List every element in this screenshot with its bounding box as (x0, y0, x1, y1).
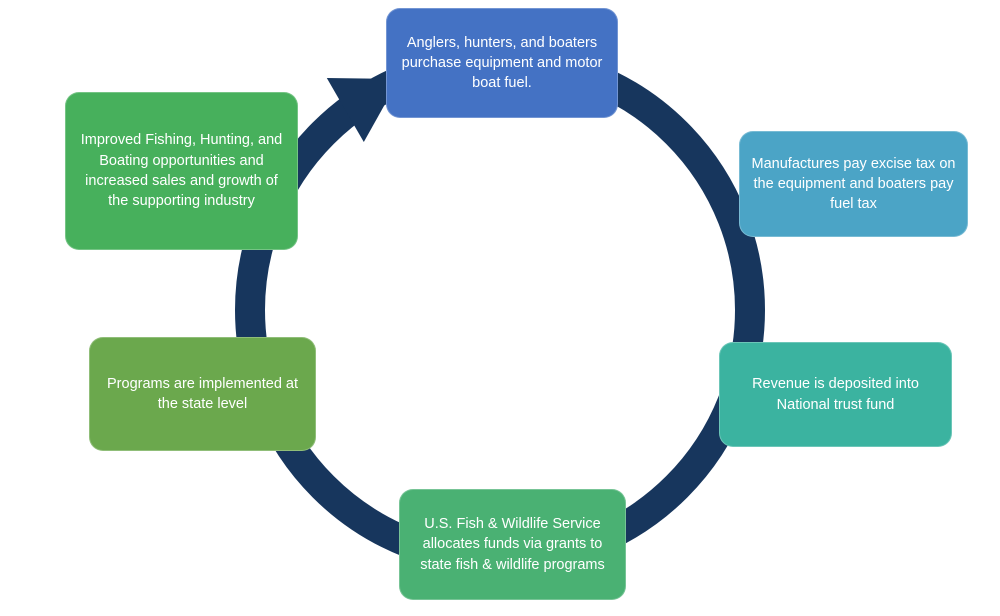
cycle-step-excise-tax-label: Manufactures pay excise tax on the equip… (751, 155, 956, 213)
cycle-step-improved-opportunities: Improved Fishing, Hunting, and Boating o… (65, 92, 298, 250)
cycle-step-state-programs: Programs are implemented at the state le… (89, 337, 316, 451)
cycle-step-state-programs-label: Programs are implemented at the state le… (107, 375, 298, 412)
cycle-step-trust-fund-label: Revenue is deposited into National trust… (752, 376, 919, 413)
cycle-arrow-icon (326, 77, 399, 143)
cycle-ring (235, 45, 765, 575)
cycle-step-purchase-label: Anglers, hunters, and boaters purchase e… (401, 34, 603, 92)
cycle-step-purchase: Anglers, hunters, and boaters purchase e… (386, 8, 618, 118)
cycle-step-excise-tax: Manufactures pay excise tax on the equip… (739, 131, 968, 237)
cycle-step-trust-fund: Revenue is deposited into National trust… (719, 342, 952, 447)
cycle-step-grants: U.S. Fish & Wildlife Service allocates f… (399, 489, 626, 600)
cycle-step-improved-opportunities-label: Improved Fishing, Hunting, and Boating o… (80, 132, 283, 210)
cycle-step-grants-label: U.S. Fish & Wildlife Service allocates f… (420, 516, 605, 573)
